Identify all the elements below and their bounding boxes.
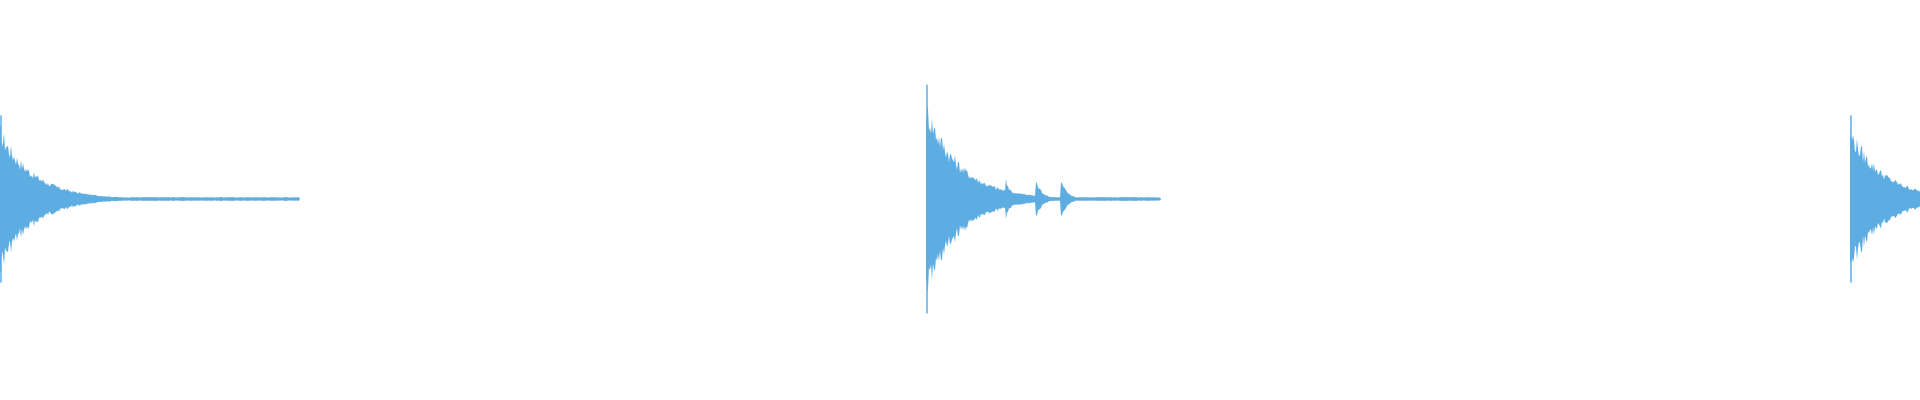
waveform-clip-3[interactable] bbox=[1850, 115, 1920, 283]
waveform-artifact bbox=[295, 198, 297, 200]
waveform-clip-1[interactable] bbox=[0, 115, 300, 283]
waveform-shape bbox=[926, 103, 1161, 295]
waveform-shape bbox=[0, 125, 300, 273]
waveform-shape bbox=[1850, 130, 1920, 268]
waveform-clip-2[interactable] bbox=[926, 84, 1161, 314]
